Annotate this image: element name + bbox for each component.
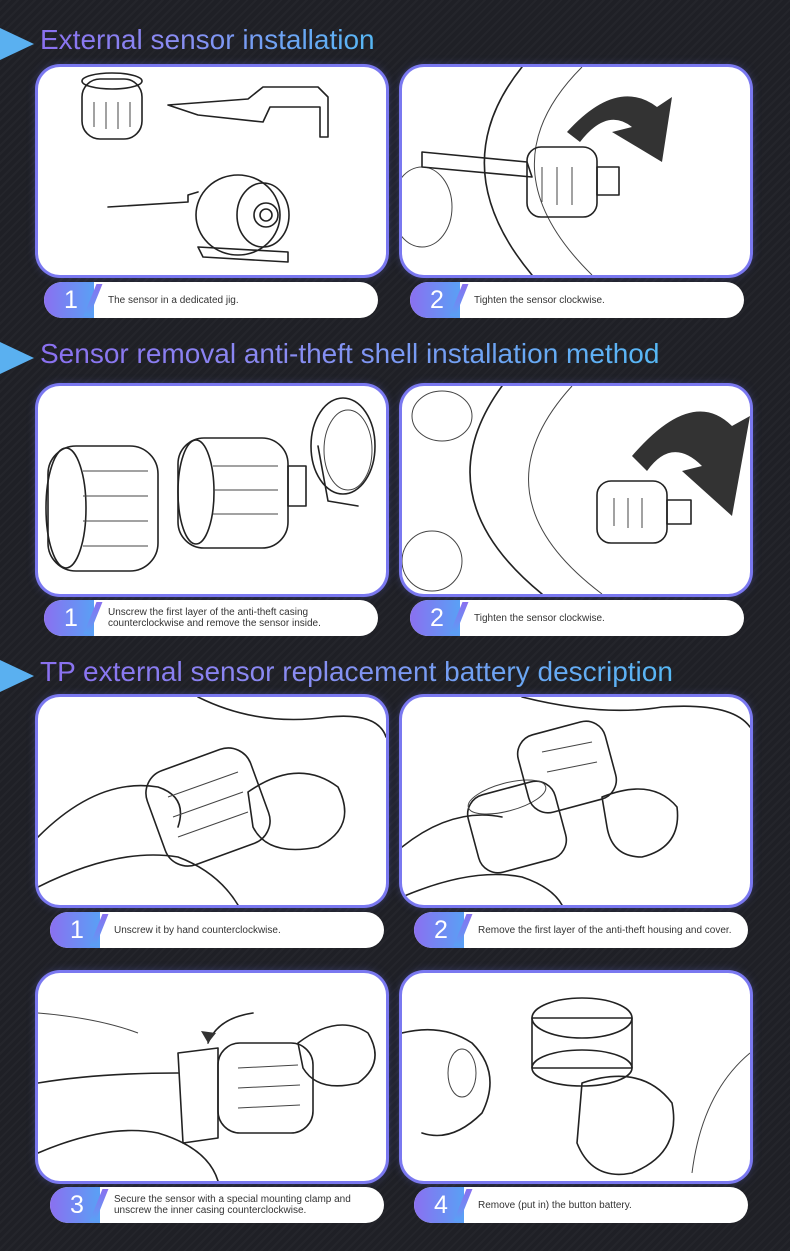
section-arrow-icon	[0, 660, 34, 692]
step-number: 3	[70, 1191, 84, 1219]
illustration-anti-theft-shell	[38, 386, 386, 594]
step-number: 2	[434, 916, 448, 944]
step-number: 2	[430, 286, 444, 314]
step-caption: 1 Unscrew the first layer of the anti-th…	[44, 600, 378, 636]
section-heading: TP external sensor replacement battery d…	[40, 656, 673, 687]
step-caption: 2 Tighten the sensor clockwise.	[410, 600, 744, 636]
step-caption: 2 Tighten the sensor clockwise.	[410, 282, 744, 318]
illustration-remove-housing	[402, 697, 750, 905]
step-caption: 4 Remove (put in) the button battery.	[414, 1187, 748, 1223]
illustration-unscrew-by-hand	[38, 697, 386, 905]
illustration-sensor-jig	[38, 67, 386, 275]
step-caption: 1 The sensor in a dedicated jig.	[44, 282, 378, 318]
illustration-button-battery	[402, 973, 750, 1181]
section-heading: External sensor installation	[40, 24, 375, 55]
step-number: 1	[64, 286, 78, 314]
section-arrow-icon	[0, 342, 34, 374]
step-number: 1	[70, 916, 84, 944]
step-text: Tighten the sensor clockwise.	[474, 612, 605, 624]
section-title-1: External sensor installation	[0, 22, 790, 66]
section-arrow-icon	[0, 28, 34, 60]
step-text: The sensor in a dedicated jig.	[108, 294, 239, 306]
section-heading: Sensor removal anti-theft shell installa…	[40, 338, 660, 369]
step-text: Remove (put in) the button battery.	[478, 1199, 632, 1211]
step-text: Secure the sensor with a special mountin…	[114, 1194, 351, 1216]
step-text: Tighten the sensor clockwise.	[474, 294, 605, 306]
step-text: Remove the first layer of the anti-theft…	[478, 924, 732, 936]
illustration-tighten-sensor	[402, 67, 750, 275]
section-title-2: Sensor removal anti-theft shell installa…	[0, 336, 790, 380]
step-caption: 3 Secure the sensor with a special mount…	[50, 1187, 384, 1223]
step-text: Unscrew the first layer of the anti-thef…	[108, 607, 321, 629]
step-caption: 1 Unscrew it by hand counterclockwise.	[50, 912, 384, 948]
step-text: Unscrew it by hand counterclockwise.	[114, 924, 281, 936]
section-title-3: TP external sensor replacement battery d…	[0, 654, 790, 698]
step-caption: 2 Remove the first layer of the anti-the…	[414, 912, 748, 948]
illustration-mounting-clamp	[38, 973, 386, 1181]
step-number: 4	[434, 1191, 448, 1219]
step-number: 1	[64, 604, 78, 632]
step-number: 2	[430, 604, 444, 632]
illustration-tighten-sensor-wheel	[402, 386, 750, 594]
